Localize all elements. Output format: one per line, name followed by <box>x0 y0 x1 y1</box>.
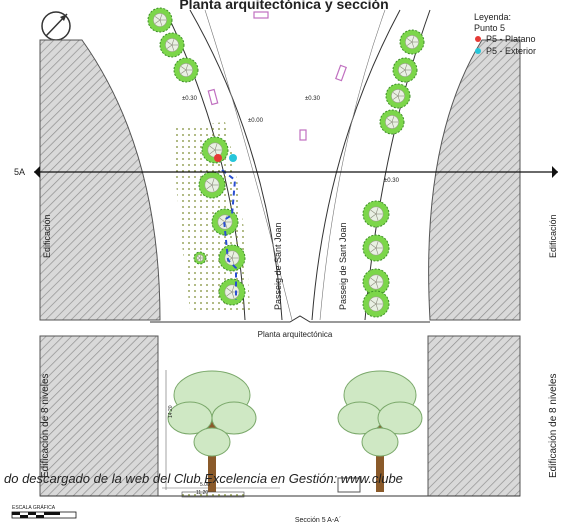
legend-platano-swatch <box>475 36 481 42</box>
tree-icon <box>193 251 207 265</box>
dimension-width: 11.20 <box>196 490 208 496</box>
benches <box>207 11 347 141</box>
tree-icon <box>218 244 246 272</box>
section-tree-right <box>337 370 423 492</box>
planter-strip <box>181 491 245 498</box>
building-left-section <box>39 335 159 497</box>
street-label-left: Passeig de Sant Joan <box>273 222 283 310</box>
tree-icon <box>198 171 226 199</box>
trees-right-top <box>379 29 425 135</box>
tree-icon <box>385 83 411 109</box>
dimension-small: 5.00 <box>200 482 210 488</box>
building-left-plan <box>39 39 161 321</box>
point-exterior-marker <box>229 154 237 162</box>
tree-icon <box>218 278 246 306</box>
tree-icon <box>392 57 418 83</box>
building-right-section <box>427 335 521 497</box>
tree-icon <box>362 234 390 262</box>
level-mark-4: ±0.30 <box>384 178 400 184</box>
dimension-height: 14.20 <box>168 405 174 418</box>
street-label-right: Passeig de Sant Joan <box>338 222 348 310</box>
section-marker-right-icon <box>552 166 558 178</box>
tree-icon <box>173 57 199 83</box>
point-platano-marker <box>214 154 222 162</box>
section-building-left-label: Edificación de 8 niveles <box>40 373 51 478</box>
north-arrow-icon <box>41 11 71 41</box>
level-mark-3: ±0.00 <box>248 118 264 124</box>
legend-item-exterior: P5 - Exterior <box>486 46 536 56</box>
level-mark-1: ±0.30 <box>182 96 198 102</box>
section-building-right-label: Edificación de 8 niveles <box>548 373 559 478</box>
scale-bar-icon <box>11 511 77 519</box>
tree-icon <box>379 109 405 135</box>
building-right-plan <box>428 39 521 321</box>
tree-icon <box>159 32 185 58</box>
legend-exterior-swatch <box>475 48 481 54</box>
legend-subheading: Punto 5 <box>474 23 505 33</box>
page-title: Planta arquitectónica y sección <box>179 0 388 12</box>
tree-icon <box>399 29 425 55</box>
trees-left-top <box>147 7 199 83</box>
watermark-text: do descargado de la web del Club Excelen… <box>4 471 403 486</box>
tree-icon <box>362 200 390 228</box>
tree-icon <box>147 7 173 33</box>
section-tree-left <box>167 370 257 492</box>
building-label-left: Edificación <box>42 214 52 258</box>
trees-right-bottom <box>362 200 390 318</box>
section-marker-left-icon <box>34 166 40 178</box>
tree-icon <box>362 268 390 296</box>
legend-item-platano: P5 - Platano <box>486 34 536 44</box>
plan-caption: Planta arquitectónica <box>258 330 333 339</box>
building-label-right: Edificación <box>548 214 558 258</box>
tree-icon <box>362 290 390 318</box>
section-caption: Sección 5 A-A´ <box>295 517 341 524</box>
section-marker-label: 5A <box>14 167 25 177</box>
scale-label: ESCALA GRÁFICA <box>12 504 56 511</box>
legend-heading: Leyenda: <box>474 12 511 22</box>
bench-section <box>337 477 361 493</box>
level-mark-2: ±0.30 <box>305 96 321 102</box>
